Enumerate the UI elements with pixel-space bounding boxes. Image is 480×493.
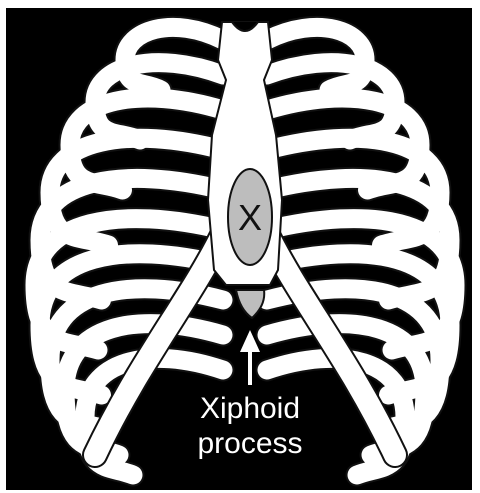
label-xiphoid: Xiphoid [200, 392, 300, 425]
center-x-mark: X [238, 197, 262, 238]
label-process: process [197, 427, 302, 460]
